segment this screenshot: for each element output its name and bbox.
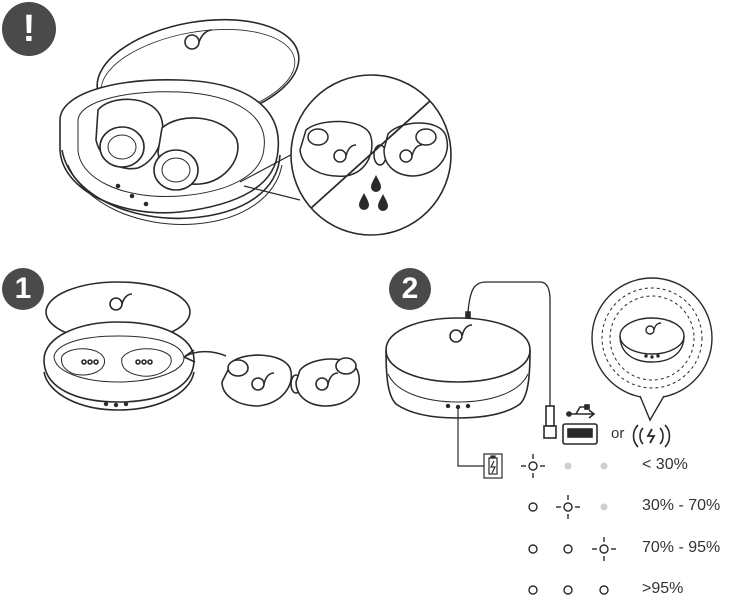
led-on [563, 585, 573, 595]
charge-level-label: 30% - 70% [642, 497, 721, 514]
or-label: or [611, 425, 625, 442]
charge-level-label: 70% - 95% [642, 539, 721, 556]
open-case-top [59, 18, 301, 225]
brand-logo-icon [184, 29, 213, 50]
charge-level-label: >95% [642, 580, 684, 597]
water-drop-icon [359, 175, 388, 211]
led-dim [600, 503, 608, 511]
led-blink [521, 454, 545, 478]
insert-arrow-icon [183, 349, 227, 363]
warning-badge: ! [2, 2, 56, 56]
wireless-charger-zoom [591, 277, 713, 422]
led-on [563, 544, 573, 554]
step1-earbuds [221, 354, 361, 407]
charge-level-label: < 30% [642, 456, 688, 473]
step-2-badge: 2 [389, 268, 431, 310]
usb-icon [562, 404, 598, 445]
zoom-circle [290, 74, 452, 236]
wireless-charging-icon [632, 424, 671, 448]
led-on [528, 585, 538, 595]
led-on [528, 502, 538, 512]
step2-case [385, 281, 557, 467]
led-blink [592, 537, 616, 561]
charge-led-grid [521, 454, 616, 595]
led-dim [600, 462, 608, 470]
step1-case [43, 281, 195, 411]
led-dim [564, 462, 572, 470]
step-1-badge: 1 [2, 268, 44, 310]
led-on [528, 544, 538, 554]
led-blink [556, 495, 580, 519]
led-on [599, 585, 609, 595]
battery-charging-icon [483, 453, 503, 479]
